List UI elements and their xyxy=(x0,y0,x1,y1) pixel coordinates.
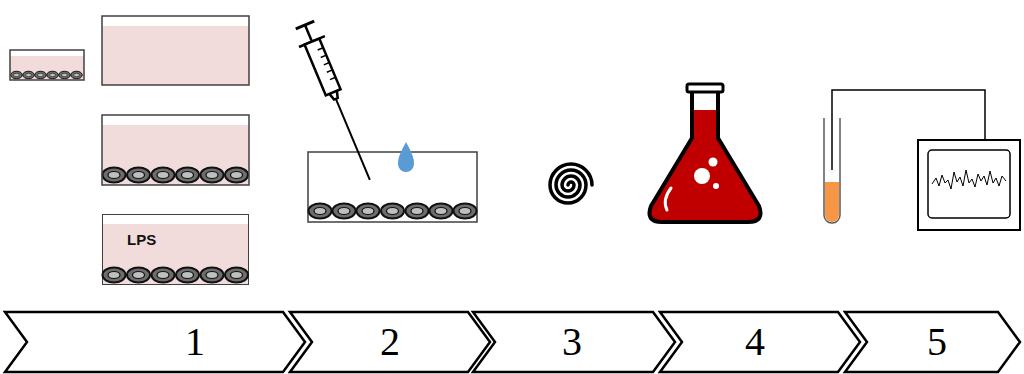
flask-liquid xyxy=(640,110,770,230)
cell xyxy=(176,168,199,183)
glass-highlight xyxy=(665,188,671,210)
cell xyxy=(11,71,23,79)
spiral-symbol xyxy=(550,164,592,203)
bubble xyxy=(694,168,710,184)
bubble xyxy=(713,183,719,189)
bubble xyxy=(709,158,718,167)
dish-body xyxy=(10,50,84,80)
cell xyxy=(23,71,35,79)
cell xyxy=(381,204,404,219)
syringe-barrel xyxy=(305,39,341,96)
scale-tick xyxy=(318,48,324,50)
tube-sample xyxy=(825,182,839,222)
flask-rim xyxy=(687,84,723,92)
cell xyxy=(127,168,150,183)
needle xyxy=(336,99,370,180)
droplet xyxy=(398,142,414,172)
step-chevron: 1 xyxy=(5,312,305,372)
step-number: 4 xyxy=(745,312,765,372)
plunger-rod xyxy=(305,25,312,42)
well-outline xyxy=(102,16,249,85)
cell xyxy=(333,204,356,219)
chevron-shape xyxy=(473,312,675,372)
cell xyxy=(152,168,175,183)
cell xyxy=(47,71,59,79)
treatment-well: LPS xyxy=(102,214,249,285)
scale-tick xyxy=(321,55,327,57)
chevron-shape xyxy=(845,312,1020,372)
cell xyxy=(309,204,332,219)
cell-well xyxy=(102,115,249,185)
step-chevron: 5 xyxy=(845,312,1020,372)
cell xyxy=(127,268,150,283)
chevron-shape xyxy=(5,312,305,372)
monitor-housing xyxy=(918,140,1020,230)
cell xyxy=(103,168,126,183)
cell xyxy=(152,268,175,283)
well-body xyxy=(102,115,249,185)
needle-hub xyxy=(329,91,339,101)
cell xyxy=(35,71,47,79)
cell xyxy=(59,71,71,79)
small-dish xyxy=(10,50,84,80)
well-outline xyxy=(102,115,249,185)
step-chevron: 3 xyxy=(473,312,675,372)
flask-outline xyxy=(649,90,760,222)
cell xyxy=(201,268,224,283)
cell xyxy=(454,204,477,219)
chevron-outline xyxy=(5,312,305,372)
step-chevron: 2 xyxy=(290,312,490,372)
sampling-well xyxy=(308,152,477,222)
signal-trace xyxy=(932,170,1006,189)
chevron-shape xyxy=(290,312,490,372)
chevron-shape xyxy=(660,312,860,372)
step-number: 5 xyxy=(927,312,947,372)
measurement-setup xyxy=(824,90,1020,230)
medium-well xyxy=(102,16,249,85)
syringe-symbol xyxy=(292,20,383,186)
step-number: 1 xyxy=(185,312,205,372)
well-outline xyxy=(308,152,477,222)
step-number: 3 xyxy=(562,312,582,372)
cell xyxy=(225,268,248,283)
scale-tick xyxy=(330,77,336,79)
step-number: 2 xyxy=(380,312,400,372)
cell xyxy=(71,71,83,79)
culture-medium xyxy=(102,26,249,85)
step-chevron: 4 xyxy=(660,312,860,372)
cell xyxy=(357,204,380,219)
treatment-label: LPS xyxy=(127,231,156,248)
scale-tick xyxy=(324,63,330,65)
cell xyxy=(406,204,429,219)
culture-medium xyxy=(102,125,249,185)
flask-symbol xyxy=(640,84,770,230)
cell xyxy=(225,168,248,183)
dish-outline xyxy=(10,50,84,80)
cell xyxy=(201,168,224,183)
scale-tick xyxy=(327,70,333,72)
cell xyxy=(430,204,453,219)
culture-medium xyxy=(10,56,84,80)
cell xyxy=(103,268,126,283)
cell xyxy=(176,268,199,283)
monitor-screen xyxy=(928,150,1010,218)
well-body xyxy=(102,16,249,85)
